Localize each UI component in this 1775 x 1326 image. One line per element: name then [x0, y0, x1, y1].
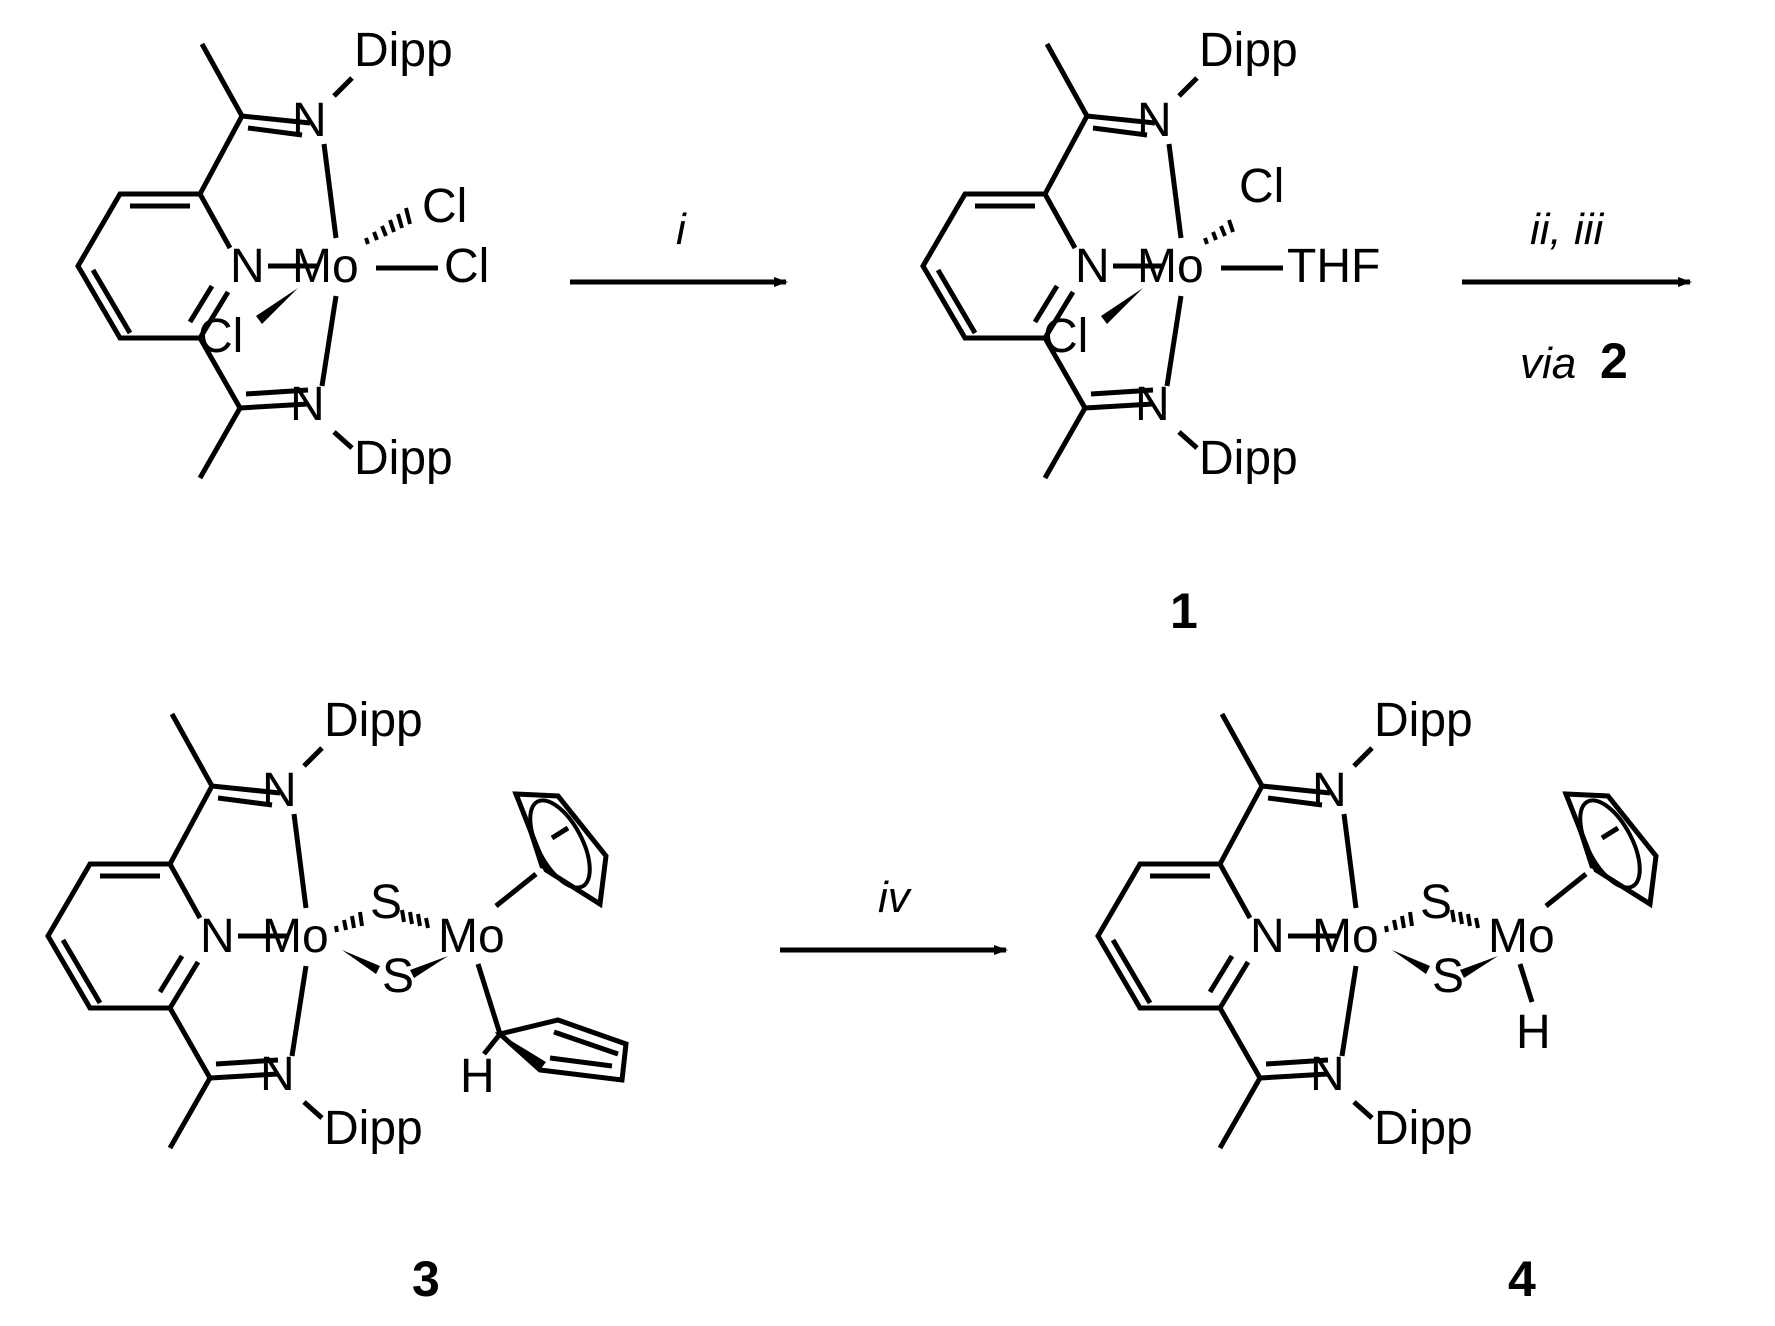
arrow-iv: iv [780, 873, 1008, 955]
arrow-via-compound: 2 [1600, 333, 1628, 389]
dipp-top: Dipp [1199, 24, 1298, 77]
atom-s-top: S [370, 876, 402, 929]
cl-wedge: Cl [1043, 310, 1088, 363]
compound-number-4: 4 [1508, 1251, 1536, 1307]
cl-plain: Cl [444, 240, 489, 293]
atom-n-imine-bottom: N [1135, 378, 1170, 431]
compound-start: Mo N N N Dipp Dipp Cl Cl Cl [78, 24, 489, 485]
atom-mo-2: Mo [438, 910, 505, 963]
atom-mo-2: Mo [1488, 910, 1555, 963]
atom-mo: Mo [1312, 910, 1379, 963]
atom-n-pyridine: N [1250, 910, 1285, 963]
atom-n-imine-top: N [292, 94, 327, 147]
dipp-top: Dipp [324, 694, 423, 747]
atom-n-imine-bottom: N [290, 378, 325, 431]
dipp-bottom: Dipp [324, 1102, 423, 1155]
atom-n-pyridine: N [230, 240, 265, 293]
atom-s-top: S [1420, 876, 1452, 929]
atom-n-pyridine: N [200, 910, 235, 963]
dipp-bottom: Dipp [354, 432, 453, 485]
compound-number-1: 1 [1170, 583, 1198, 639]
dipp-top: Dipp [1374, 694, 1473, 747]
atom-mo: Mo [292, 240, 359, 293]
atom-h: H [1516, 1006, 1551, 1059]
atom-n-imine-bottom: N [260, 1048, 295, 1101]
ligand-thf: THF [1287, 240, 1380, 293]
cl-hashed: Cl [422, 180, 467, 233]
arrow-ii-iii-label: ii, iii [1530, 205, 1605, 254]
atom-mo: Mo [262, 910, 329, 963]
arrow-i: i [570, 205, 788, 287]
cl-wedge: Cl [198, 310, 243, 363]
atom-s-bottom: S [382, 950, 414, 1003]
compound-3: Mo N N N Dipp Dipp S S Mo H [48, 694, 629, 1155]
dipp-top: Dipp [354, 24, 453, 77]
arrow-iv-label: iv [878, 873, 913, 922]
atom-h: H [460, 1050, 495, 1103]
compound-number-3: 3 [412, 1251, 440, 1307]
cl-hashed: Cl [1239, 160, 1284, 213]
arrow-ii-iii: ii, iii via 2 [1462, 205, 1692, 389]
compound-4: Mo N N N Dipp Dipp S S Mo H [1098, 694, 1656, 1155]
atom-n-imine-top: N [1137, 94, 1172, 147]
atom-n-imine-top: N [262, 764, 297, 817]
atom-s-bottom: S [1432, 950, 1464, 1003]
atom-n-imine-bottom: N [1310, 1048, 1345, 1101]
dipp-bottom: Dipp [1374, 1102, 1473, 1155]
arrow-via-label: via [1520, 339, 1576, 388]
atom-n-imine-top: N [1312, 764, 1347, 817]
atom-mo: Mo [1137, 240, 1204, 293]
dipp-bottom: Dipp [1199, 432, 1298, 485]
atom-n-pyridine: N [1075, 240, 1110, 293]
compound-1: Mo N N N Dipp Dipp Cl THF Cl [923, 24, 1380, 485]
arrow-i-label: i [676, 205, 687, 254]
